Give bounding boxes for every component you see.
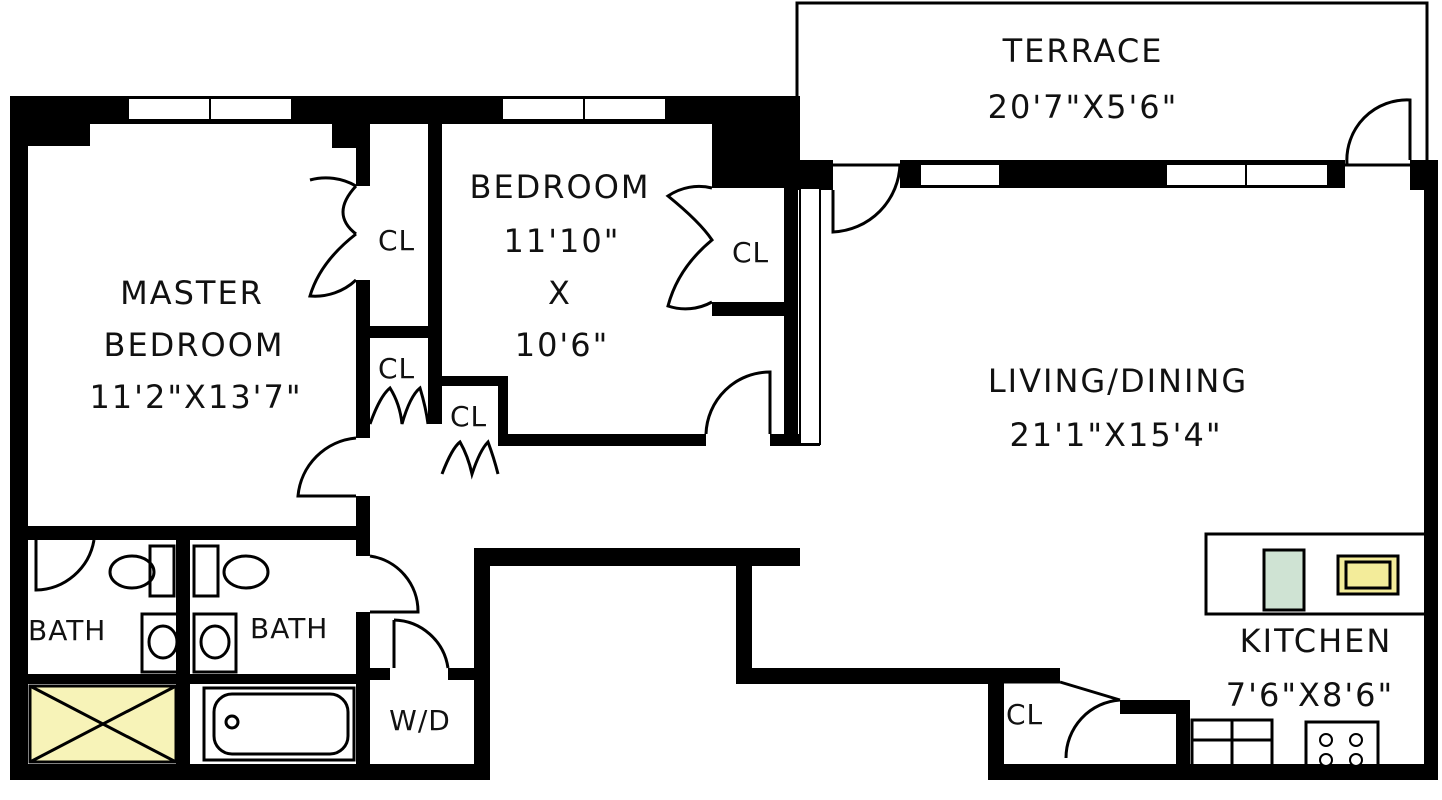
- interior-walls: [28, 124, 821, 780]
- closet-label-hall-upper: CL: [378, 352, 415, 385]
- windows: [127, 97, 1329, 187]
- toilet-icon: [108, 544, 176, 598]
- wd-label: W/D: [389, 704, 451, 737]
- living-dining-size: 21'1"X15'4": [1009, 416, 1222, 454]
- bath-left-label: BATH: [28, 614, 106, 647]
- terrace-size: 20'7"X5'6": [988, 88, 1179, 126]
- doors: [34, 98, 1412, 759]
- shower-icon: [28, 684, 178, 764]
- kitchen-size: 7'6"X8'6": [1226, 676, 1394, 714]
- kitchen-counter: [1204, 532, 1430, 616]
- fridge-icon: [1190, 718, 1274, 770]
- sink-icon: [140, 612, 238, 674]
- master-bedroom-label-line1: MASTER: [120, 274, 264, 312]
- bedroom-label: BEDROOM: [469, 168, 650, 206]
- bathtub-icon: [202, 686, 356, 762]
- bath-right-label: BATH: [250, 612, 328, 645]
- bedroom-x: X: [548, 274, 572, 312]
- bedroom-width: 11'10": [504, 222, 621, 260]
- toilet-icon: [192, 544, 270, 598]
- bedroom-depth: 10'6": [515, 326, 610, 364]
- terrace-label: TERRACE: [1002, 32, 1164, 70]
- closet-labels: CL CL CL CL CL: [378, 224, 1043, 731]
- range-icon: [1304, 720, 1380, 772]
- closet-label-kitchen: CL: [1006, 698, 1043, 731]
- room-labels: TERRACE 20'7"X5'6" BEDROOM 11'10" X 10'6…: [28, 32, 1394, 737]
- kitchen-label: KITCHEN: [1240, 622, 1393, 660]
- master-bedroom-size: 11'2"X13'7": [89, 378, 302, 416]
- closet-label-bedroom: CL: [732, 236, 769, 269]
- terrace-outline: [795, 1, 1429, 167]
- living-dining-label: LIVING/DINING: [988, 362, 1248, 400]
- closet-label-master: CL: [378, 224, 415, 257]
- master-bedroom-label-line2: BEDROOM: [103, 326, 284, 364]
- fixtures: [28, 532, 1430, 772]
- closet-label-hall-lower: CL: [450, 400, 487, 433]
